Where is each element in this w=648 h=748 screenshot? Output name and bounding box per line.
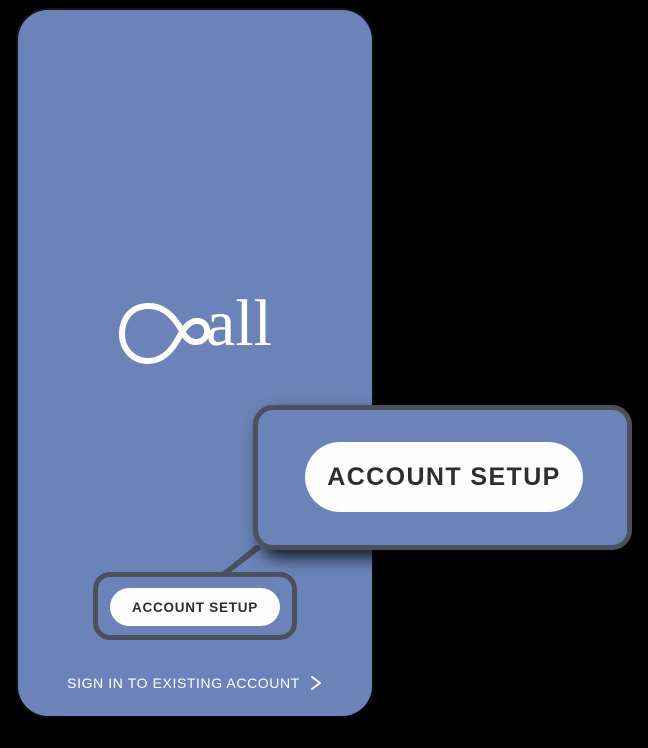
account-setup-focus-highlight [93,572,297,640]
infinity-loop-icon [119,303,211,364]
chevron-right-icon [310,676,321,690]
sign-in-link-label: SIGN IN TO EXISTING ACCOUNT [67,675,300,691]
account-setup-button[interactable]: ACCOUNT SETUP [110,588,280,626]
callout-account-setup-button[interactable]: ACCOUNT SETUP [305,442,583,512]
zoom-callout-bubble: ACCOUNT SETUP [253,405,632,550]
brand-wordmark: all [206,287,272,360]
sign-in-existing-account-link[interactable]: SIGN IN TO EXISTING ACCOUNT [18,670,372,696]
callout-account-setup-button-label: ACCOUNT SETUP [327,462,561,491]
brand-logo: all [18,272,372,382]
account-setup-button-label: ACCOUNT SETUP [131,599,258,615]
